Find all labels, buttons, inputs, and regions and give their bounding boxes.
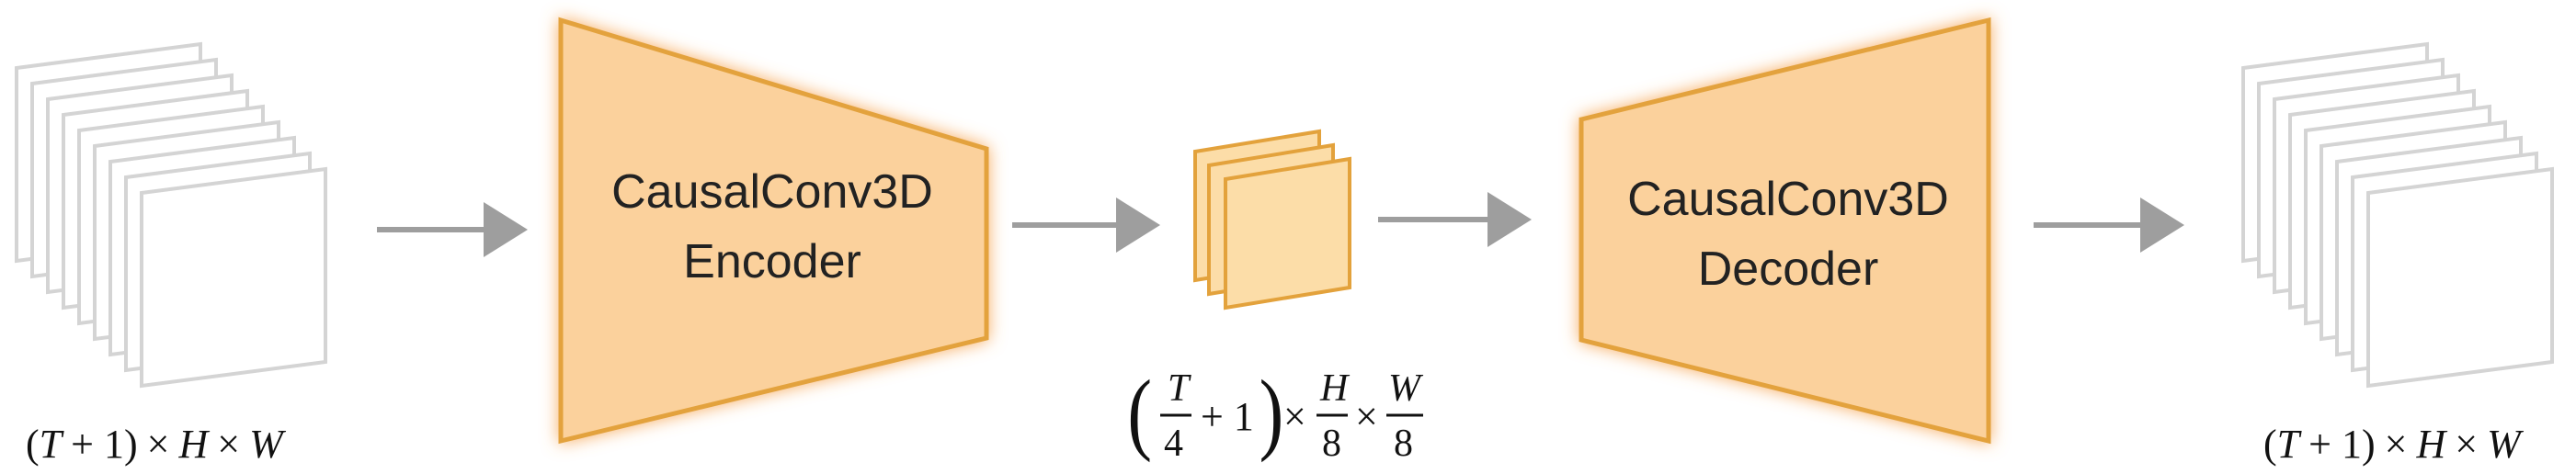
latent-W-denominator: 8 xyxy=(1394,423,1413,465)
latent-plus-one: + 1 xyxy=(1201,394,1254,439)
output-H: H xyxy=(2415,422,2447,467)
output-frames-stack xyxy=(2241,41,2554,389)
output-times-1: × xyxy=(2385,422,2408,467)
latent-frame-front xyxy=(1224,156,1351,310)
decoder-label-line2: Decoder xyxy=(1698,243,1879,296)
latent-times-2: × xyxy=(1355,394,1378,439)
input-W: W xyxy=(249,422,286,467)
output-T: T xyxy=(2277,422,2303,467)
latent-H-denominator: 8 xyxy=(1322,423,1341,465)
input-dimension-label: (T+ 1)×H×W xyxy=(26,422,286,467)
output-W: W xyxy=(2487,422,2524,467)
input-frame-9 xyxy=(140,166,327,389)
input-times-2: × xyxy=(217,422,240,467)
latent-times-1: × xyxy=(1283,394,1306,439)
output-times-2: × xyxy=(2455,422,2478,467)
decoder-trapezoid xyxy=(1579,17,1991,445)
decoder-label-line1: CausalConv3D xyxy=(1627,173,1949,226)
input-T: T xyxy=(40,422,65,467)
output-open-paren: ( xyxy=(2263,422,2277,467)
encoder-trapezoid xyxy=(558,17,989,445)
input-frames-stack xyxy=(15,41,327,389)
input-times-1: × xyxy=(147,422,170,467)
input-plus-one: + 1 xyxy=(71,422,124,467)
output-dimension-label: (T+ 1)×H×W xyxy=(2263,422,2524,467)
encoder-block: CausalConv3D Encoder xyxy=(558,17,989,445)
latent-open-paren: ( xyxy=(1127,361,1152,464)
latent-H-numerator: H xyxy=(1319,367,1351,410)
latent-T-denominator: 4 xyxy=(1164,423,1183,465)
encoder-label-line1: CausalConv3D xyxy=(611,165,933,219)
input-open-paren: ( xyxy=(26,422,40,467)
latent-dimension-label: ( T 4 + 1 ) × H 8 × W 8 xyxy=(1127,361,1424,465)
output-close-paren: ) xyxy=(2362,422,2376,467)
input-close-paren: ) xyxy=(124,422,138,467)
latent-stack-icon xyxy=(1193,129,1351,310)
decoder-block: CausalConv3D Decoder xyxy=(1579,17,1991,445)
output-plus-one: + 1 xyxy=(2308,422,2362,467)
latent-T-numerator: T xyxy=(1168,367,1191,410)
latent-close-paren: ) xyxy=(1260,361,1284,464)
input-H: H xyxy=(177,422,210,467)
encoder-label-line2: Encoder xyxy=(683,235,861,288)
output-frame-9 xyxy=(2366,166,2554,389)
latent-W-numerator: W xyxy=(1388,367,1424,410)
